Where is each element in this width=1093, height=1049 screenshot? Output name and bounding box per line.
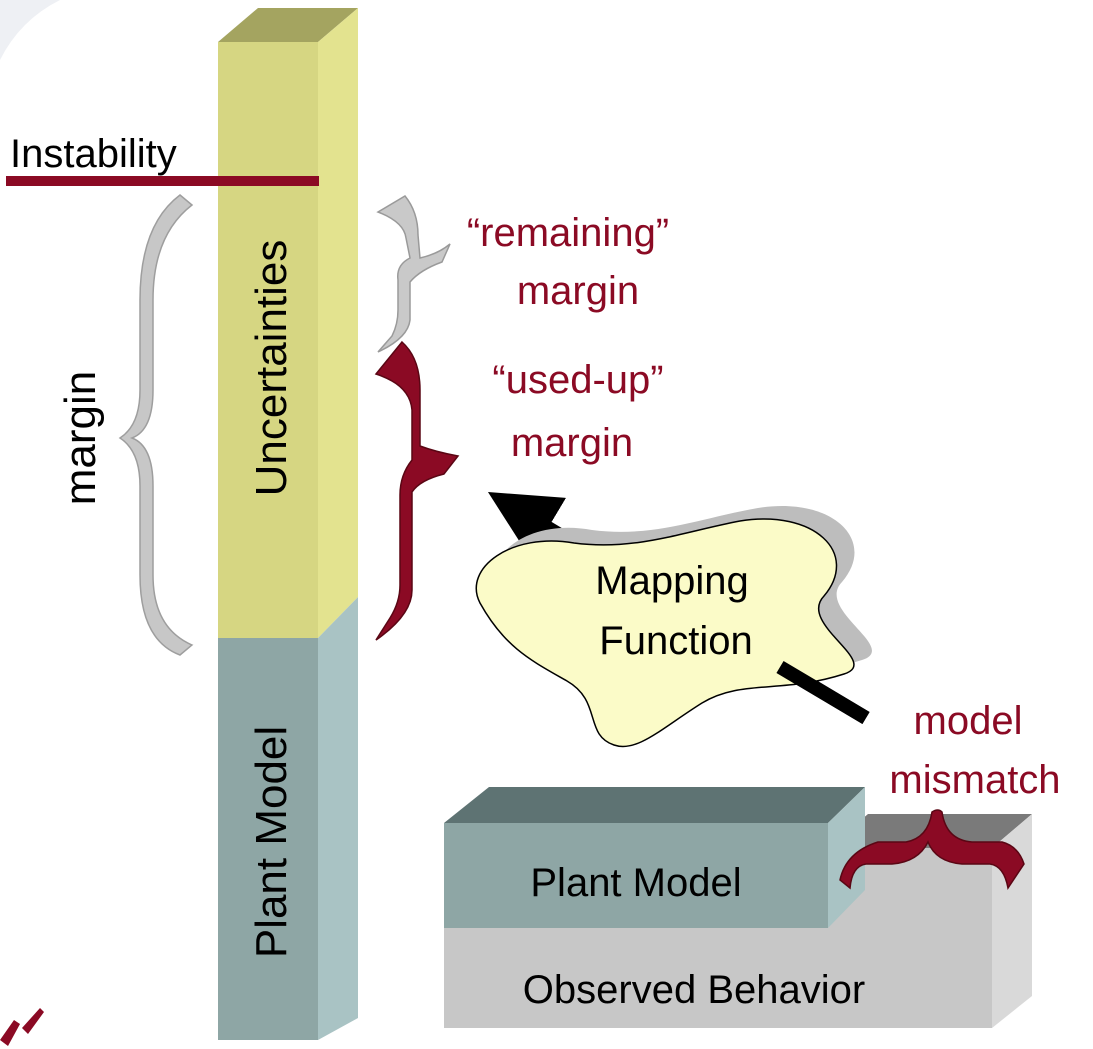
remaining-margin-brace-icon (376, 195, 451, 353)
plant-model-box (444, 787, 865, 928)
mapping-label: Mapping (595, 559, 748, 603)
used-up-margin-line1: “used-up” (492, 358, 663, 402)
plant-box-top-face (444, 787, 865, 823)
used-up-margin-line2: margin (511, 421, 633, 465)
margin-label: margin (56, 371, 105, 506)
column-top-face (218, 8, 358, 42)
model-mismatch-line2: mismatch (889, 758, 1060, 802)
uncertainties-side (318, 8, 358, 638)
model-mismatch-line1: model (914, 699, 1023, 743)
function-label: Function (599, 619, 752, 663)
vertical-column (218, 8, 358, 1040)
uncertainties-front (218, 42, 318, 638)
remaining-margin-line2: margin (517, 269, 639, 313)
remaining-margin-line1: “remaining” (467, 211, 669, 255)
plant-model-side (318, 597, 358, 1040)
mapping-arrow-overlay (776, 660, 870, 725)
plant-box-side (828, 787, 865, 928)
observed-behavior-label: Observed Behavior (523, 968, 865, 1012)
mapping-function-cloud (475, 505, 872, 748)
used-up-margin-brace-icon (374, 340, 460, 641)
plant-model-box-label: Plant Model (530, 861, 741, 905)
cloud-shape (475, 518, 855, 748)
corner-decoration (0, 0, 60, 60)
model-mismatch-brace-icon (839, 809, 1025, 890)
plant-model-front (218, 638, 318, 1040)
corner-red-mark (0, 1008, 44, 1046)
plant-model-vertical-label: Plant Model (247, 726, 296, 958)
plant-box-front (444, 823, 828, 928)
margin-brace-icon (118, 194, 194, 656)
instability-line (6, 176, 319, 186)
instability-label: Instability (10, 132, 177, 176)
uncertainties-label: Uncertainties (247, 240, 296, 497)
